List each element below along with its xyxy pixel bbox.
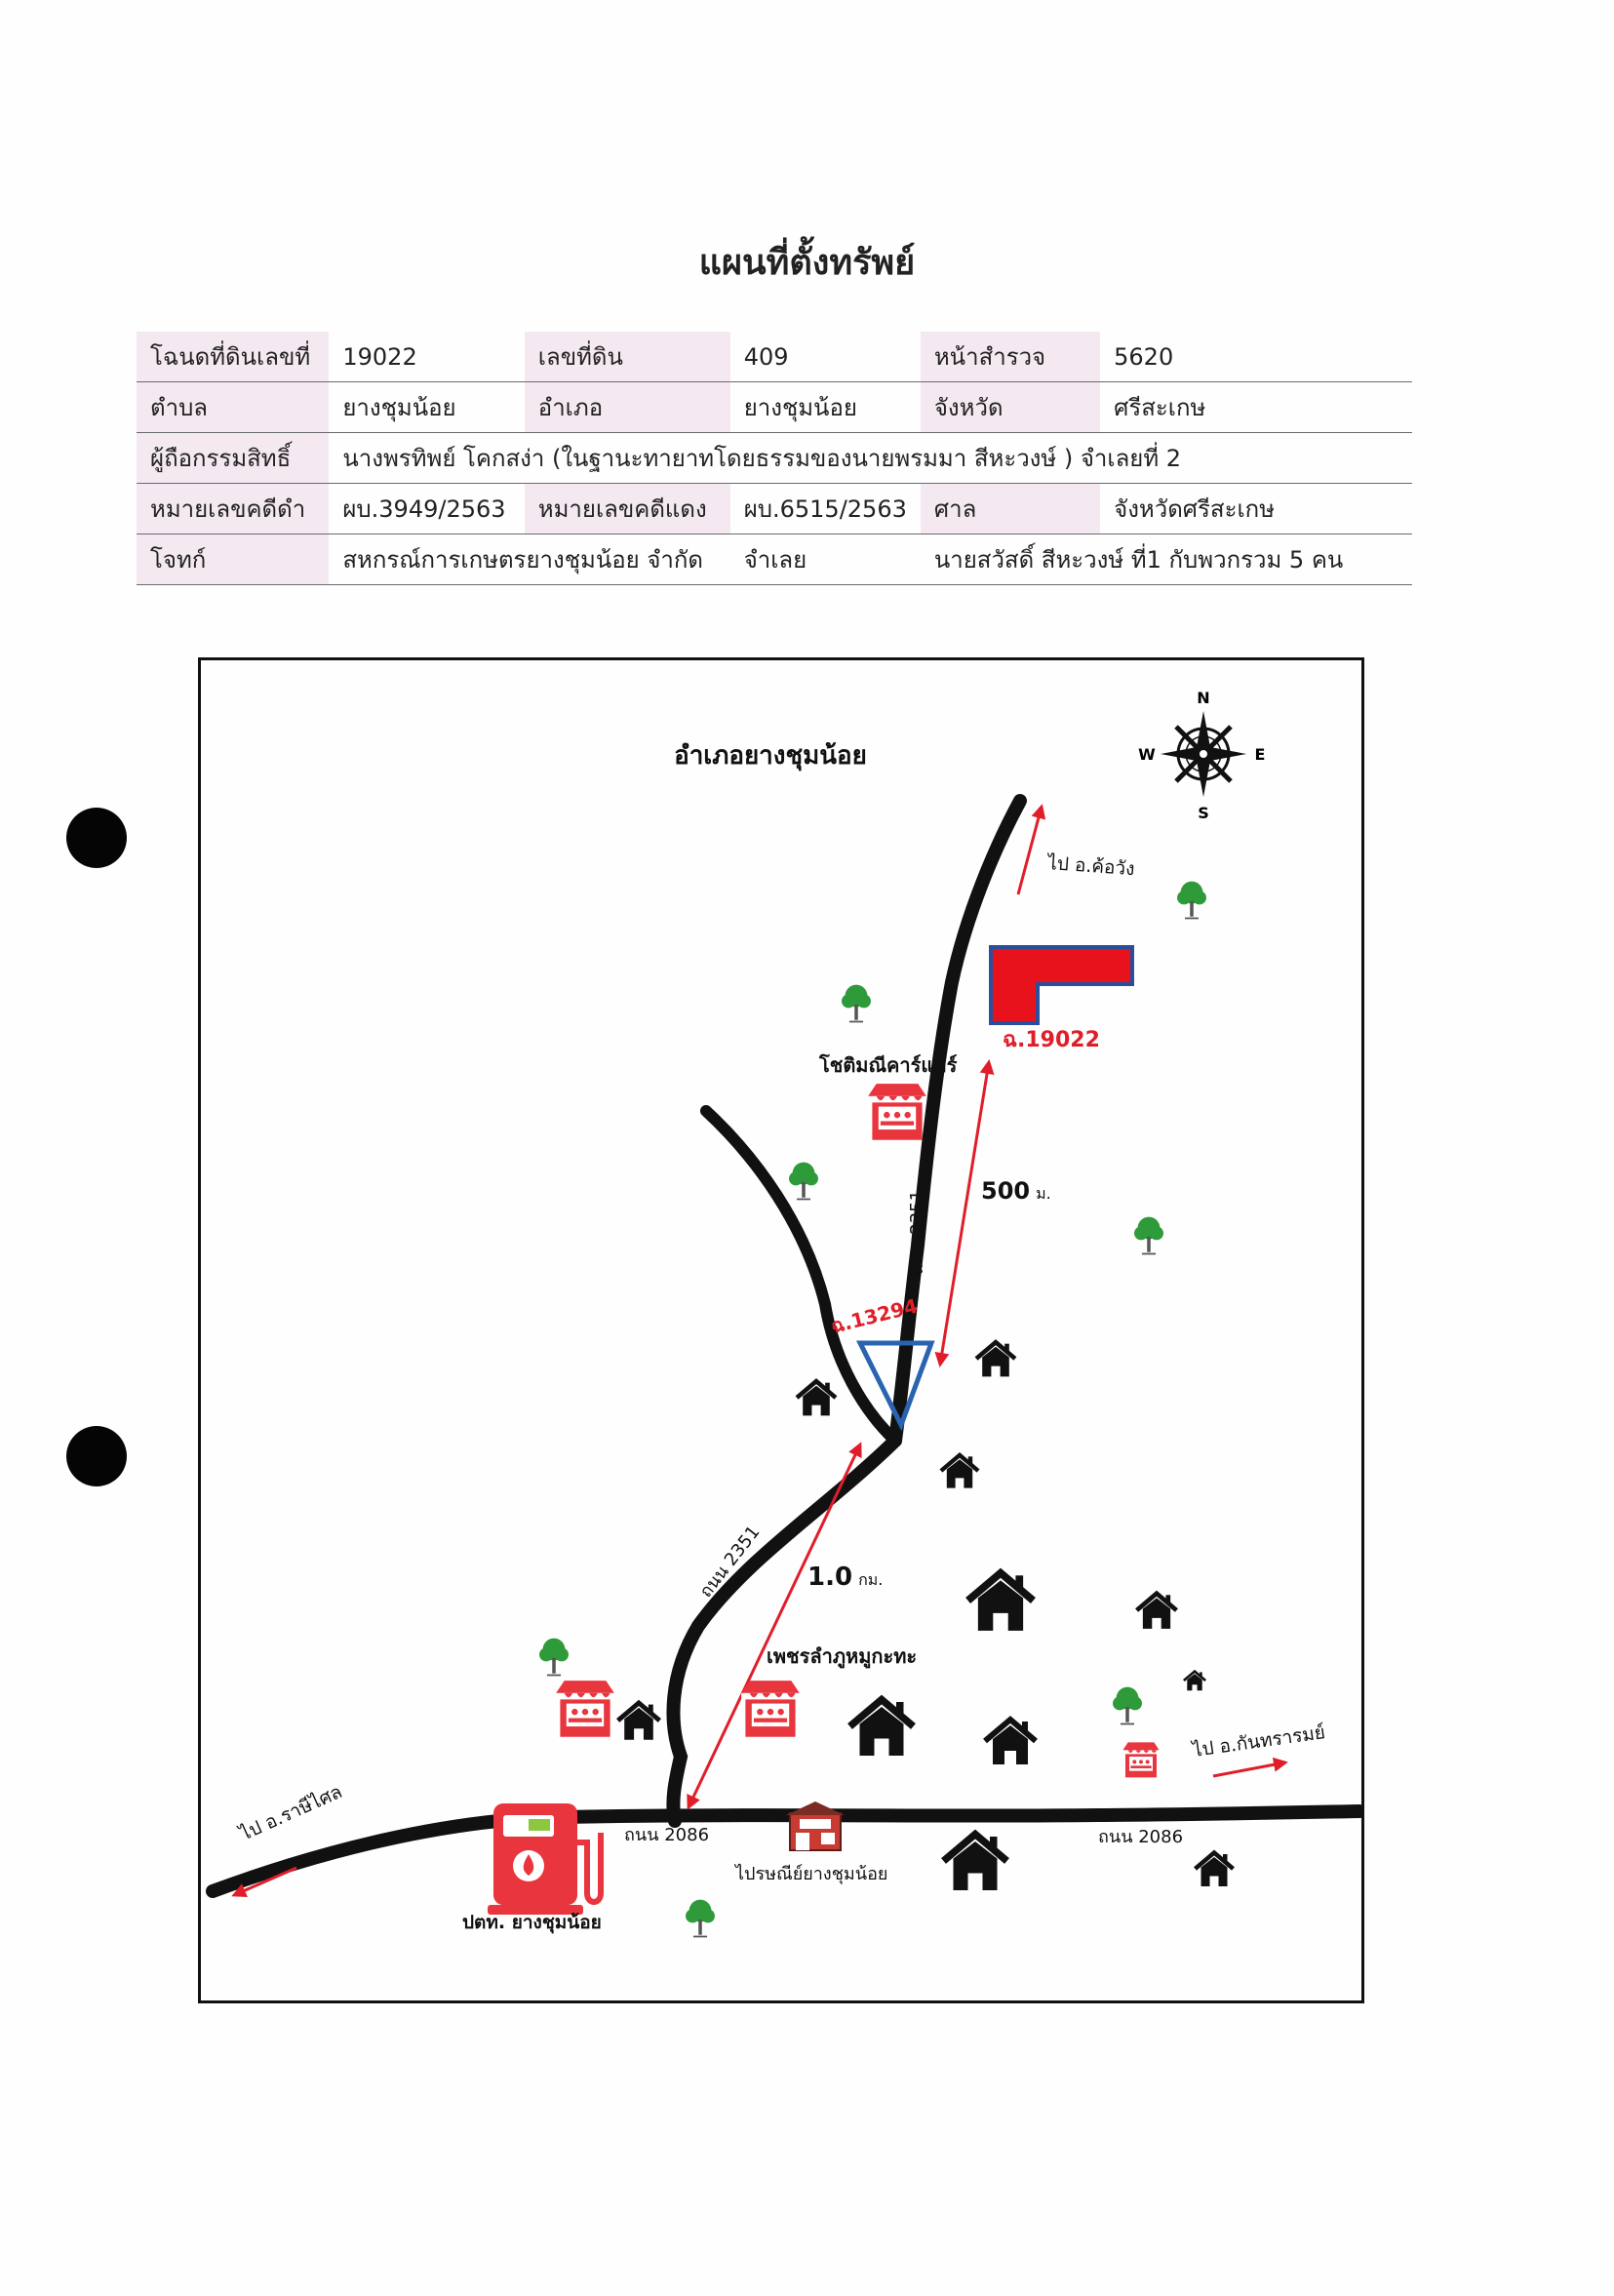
shop-icon — [741, 1681, 800, 1737]
arrow-to-rasi-salai — [231, 1866, 297, 1898]
compass-west: W — [1138, 745, 1156, 764]
land-number-label: เลขที่ดิน — [524, 332, 730, 382]
house-icon — [1196, 1853, 1234, 1887]
survey-page-label: หน้าสำรวจ — [920, 332, 1101, 382]
shop-icon — [868, 1084, 926, 1140]
other-parcel-13294 — [855, 1340, 935, 1432]
house-icon — [968, 1573, 1034, 1631]
label-parcel-19022: ฉ.19022 — [1003, 1028, 1100, 1052]
defendant-label: จำเลย — [729, 534, 921, 585]
house-icon — [944, 1835, 1007, 1891]
district-title: อำเภอยางชุมน้อย — [674, 741, 867, 772]
tree-icon — [788, 1161, 819, 1201]
table-row: หมายเลขคดีดำ ผบ.3949/2563 หมายเลขคดีแดง … — [137, 483, 1412, 534]
road-2351-south — [666, 1434, 902, 1828]
subdistrict-label: ตำบล — [137, 381, 330, 433]
province-label: จังหวัด — [920, 381, 1101, 433]
district-value: ยางชุมน้อย — [729, 381, 921, 433]
punch-hole-top — [66, 808, 127, 868]
house-icon — [797, 1381, 836, 1415]
house-icon — [985, 1720, 1036, 1764]
arrow-to-kho-wang — [1016, 804, 1046, 895]
tree-icon — [1112, 1685, 1143, 1725]
arrow-to-kanthararom — [1212, 1757, 1288, 1778]
tree-icon — [841, 983, 872, 1023]
deed-number-value: 19022 — [329, 332, 525, 382]
deed-number-label: โฉนดที่ดินเลขที่ — [137, 332, 330, 382]
owner-value: นางพรทิพย์ โคกสง่า (ในฐานะทายาทโดยธรรมขอ… — [329, 432, 1412, 484]
tree-icon — [685, 1898, 716, 1938]
black-case-label: หมายเลขคดีดำ — [137, 483, 330, 534]
label-post-office: ไปรษณีย์ยางชุมน้อย — [733, 1863, 887, 1884]
house-icon — [1182, 1670, 1207, 1692]
location-map: N S E W — [198, 657, 1364, 2003]
shop-icon — [556, 1681, 614, 1737]
plaintiff-value: สหกรณ์การเกษตรยางชุมน้อย จำกัด — [329, 534, 730, 585]
subdistrict-value: ยางชุมน้อย — [329, 381, 525, 433]
red-case-label: หมายเลขคดีแดง — [524, 483, 730, 534]
arrow-1km — [687, 1442, 862, 1810]
label-road-2086-left: ถนน 2086 — [624, 1825, 709, 1845]
compass-north: N — [1197, 689, 1209, 707]
tree-icon — [1133, 1215, 1164, 1255]
label-road-2086-right: ถนน 2086 — [1098, 1827, 1183, 1847]
house-icon — [976, 1342, 1015, 1376]
court-label: ศาล — [920, 483, 1101, 534]
label-to-kanthararom: ไป อ.กันทรารมย์ — [1190, 1722, 1327, 1762]
compass-east: E — [1255, 745, 1266, 764]
post-office-icon — [786, 1801, 845, 1851]
gas-station-icon — [488, 1803, 604, 1915]
tree-icon — [538, 1637, 570, 1677]
shop-icon — [1122, 1742, 1160, 1778]
label-phet-lamphu: เพชรลำภูหมูกะทะ — [767, 1644, 917, 1670]
compass-south: S — [1198, 804, 1209, 822]
main-parcel-19022 — [989, 945, 1134, 1025]
district-label: อำเภอ — [524, 381, 730, 433]
plaintiff-label: โจทก์ — [137, 534, 330, 585]
label-chotimanee: โชติมณีคาร์แคร์ — [818, 1053, 958, 1077]
label-gas-station: ปตท. ยางชุมน้อย — [462, 1912, 602, 1934]
house-icon — [1137, 1594, 1177, 1629]
road-branch-west — [700, 1105, 901, 1446]
defendant-value: นายสวัสดิ์ สีหะวงษ์ ที่1 กับพวกรวม 5 คน — [920, 534, 1412, 585]
house-icon — [941, 1455, 978, 1488]
road-2351-north — [888, 794, 1027, 1447]
label-to-kho-wang: ไป อ.ค้อวัง — [1045, 852, 1136, 880]
land-number-value: 409 — [729, 332, 921, 382]
table-row: ผู้ถือกรรมสิทธิ์ นางพรทิพย์ โคกสง่า (ในฐ… — [137, 432, 1412, 484]
house-icon — [850, 1700, 914, 1757]
punch-hole-bottom — [66, 1426, 127, 1486]
province-value: ศรีสะเกษ — [1100, 381, 1412, 433]
compass-rose-icon — [1161, 711, 1246, 797]
page-title: แผนที่ตั้งทรัพย์ — [698, 243, 916, 283]
tree-icon — [1176, 880, 1207, 920]
owner-label: ผู้ถือกรรมสิทธิ์ — [137, 432, 330, 484]
black-case-value: ผบ.3949/2563 — [329, 483, 525, 534]
label-to-rasi-salai: ไป อ.ราษีไศล — [235, 1781, 345, 1845]
label-road-2351-upper: ถนน 2351 — [907, 1190, 927, 1275]
table-row: โจทก์ สหกรณ์การเกษตรยางชุมน้อย จำกัด จำเ… — [137, 534, 1412, 585]
survey-page-value: 5620 — [1100, 332, 1412, 382]
table-row: โฉนดที่ดินเลขที่ 19022 เลขที่ดิน 409 หน้… — [137, 332, 1412, 382]
house-icon — [618, 1703, 660, 1740]
red-case-value: ผบ.6515/2563 — [729, 483, 921, 534]
court-value: จังหวัดศรีสะเกษ — [1100, 483, 1412, 534]
table-row: ตำบล ยางชุมน้อย อำเภอ ยางชุมน้อย จังหวัด… — [137, 381, 1412, 433]
deed-info-table: โฉนดที่ดินเลขที่ 19022 เลขที่ดิน 409 หน้… — [137, 332, 1412, 585]
arrow-500m — [934, 1059, 995, 1367]
